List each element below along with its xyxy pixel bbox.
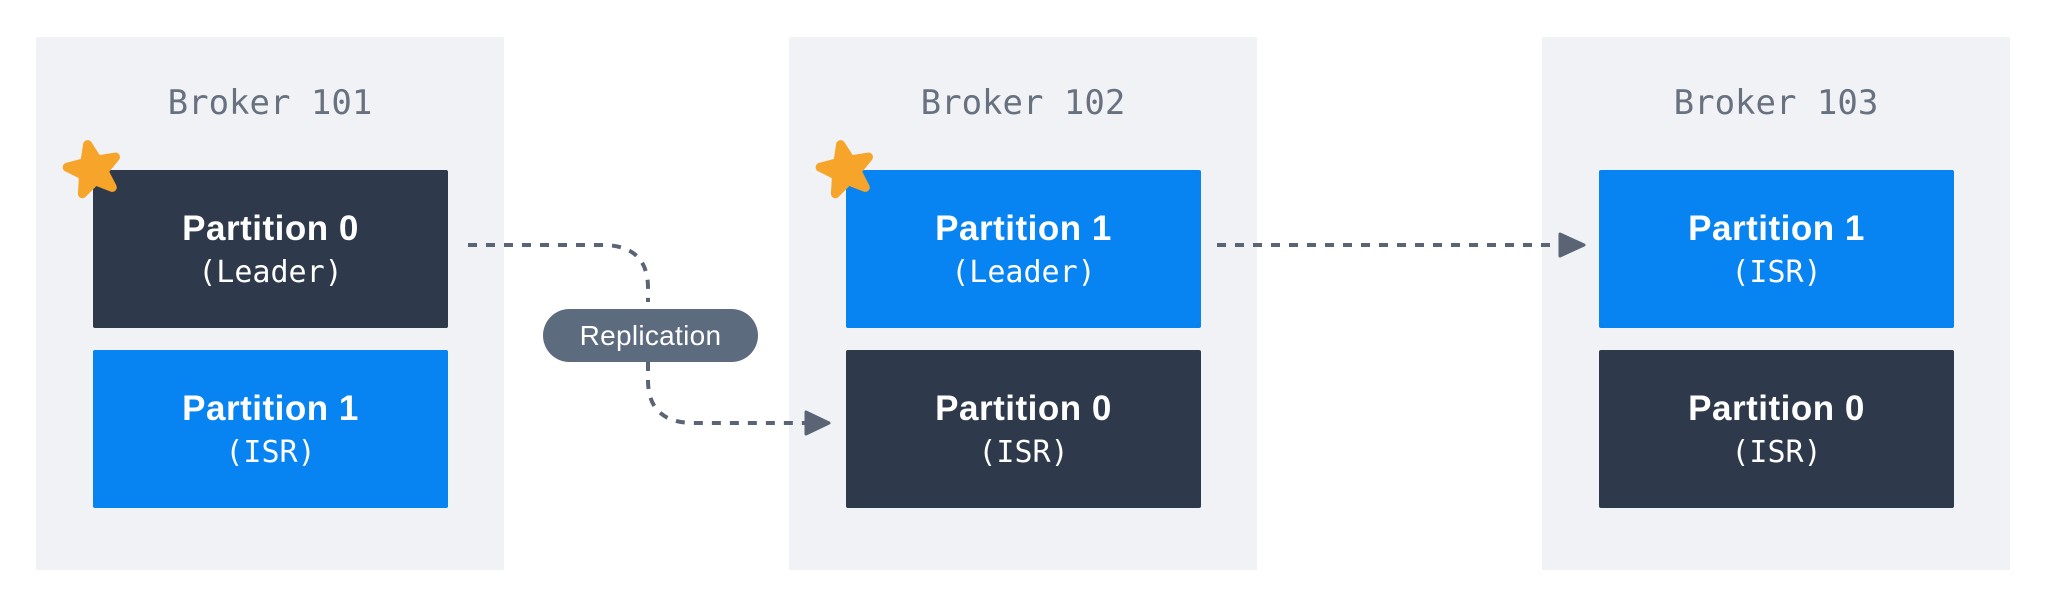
star-icon (62, 140, 121, 199)
replication-arrow-pill-to-102 (646, 362, 806, 425)
broker-panel-103: Broker 103 Partition 1 (ISR) Partition 0… (1542, 37, 2010, 570)
partition-name: Partition 0 (182, 208, 359, 248)
partition-box: Partition 1 (Leader) (846, 170, 1201, 328)
partition-box: Partition 1 (ISR) (93, 350, 448, 508)
partition-box: Partition 0 (ISR) (846, 350, 1201, 508)
partition-role: (Leader) (198, 255, 343, 291)
partition-role: (ISR) (1731, 435, 1822, 471)
partition-role: (ISR) (225, 435, 316, 471)
partition-role: (Leader) (951, 255, 1096, 291)
replication-label: Replication (579, 319, 722, 351)
broker-title: Broker 101 (167, 83, 373, 123)
broker-panel-101: Broker 101 Partition 0 (Leader) Partitio… (36, 37, 504, 570)
partition-box: Partition 0 (Leader) (93, 170, 448, 328)
broker-title: Broker 103 (1673, 83, 1879, 123)
broker-title: Broker 102 (920, 83, 1126, 123)
partition-box: Partition 0 (ISR) (1599, 350, 1954, 508)
broker-panel-102: Broker 102 Partition 1 (Leader) Partitio… (789, 37, 1257, 570)
partition-name: Partition 0 (935, 388, 1112, 428)
partition-box: Partition 1 (ISR) (1599, 170, 1954, 328)
replication-pill: Replication (543, 309, 758, 362)
partition-name: Partition 1 (182, 388, 359, 428)
partition-name: Partition 1 (935, 208, 1112, 248)
partition-role: (ISR) (1731, 255, 1822, 291)
partition-name: Partition 1 (1688, 208, 1865, 248)
partition-role: (ISR) (978, 435, 1069, 471)
star-icon (815, 140, 874, 199)
partition-name: Partition 0 (1688, 388, 1865, 428)
